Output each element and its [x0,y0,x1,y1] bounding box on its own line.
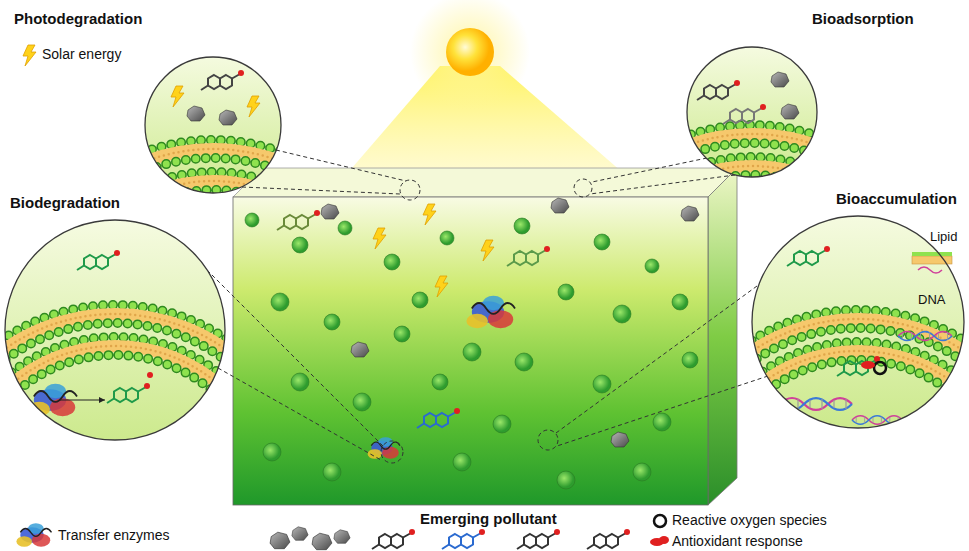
legend-text: Solar energy [42,46,121,62]
circle-border [687,47,817,177]
view-heading: Bioaccumulation [836,190,957,208]
legend-text: Reactive oxygen species [672,512,827,528]
algae-cells [245,213,698,489]
tank-pollutants [277,198,699,459]
circle-border [5,220,225,440]
circle-outline [143,55,283,195]
view-heading: Biodegradation [10,194,120,212]
lipid-label: Lipid [930,229,957,245]
legend-entry: Transfer enzymes [58,527,170,544]
circle-outline [685,45,819,179]
biodegradation-view [0,218,315,551]
zoom-circle: Photodegradation [145,57,281,193]
bioaccumulation-view [658,212,969,551]
view-heading: Photodegradation [14,10,142,28]
pollutant-icons [270,527,630,550]
zoom-circle: Bioadsorption [687,47,817,177]
legend-icons [16,45,669,547]
zoom-circle: Bioaccumulation [752,216,964,428]
legend-entry: Antioxidant response [672,533,803,550]
legend-entry: Reactive oxygen species [672,512,827,529]
zoom-outside-icons [898,252,952,341]
circle-outline [750,214,966,430]
legend-text: Antioxidant response [672,533,803,549]
dna-label: DNA [918,292,945,308]
zoom-circle: Biodegradation [5,220,225,440]
circle-border [752,216,964,428]
legend-text: Transfer enzymes [58,527,170,543]
circle-border [145,57,281,193]
legend-entry: Solar energy [42,46,121,63]
view-heading: Bioadsorption [812,10,914,28]
pollutant-caption: Emerging pollutant [420,510,557,528]
water-tank [233,168,737,505]
circle-outline [3,218,227,442]
zoom-leader-lines [207,150,768,463]
